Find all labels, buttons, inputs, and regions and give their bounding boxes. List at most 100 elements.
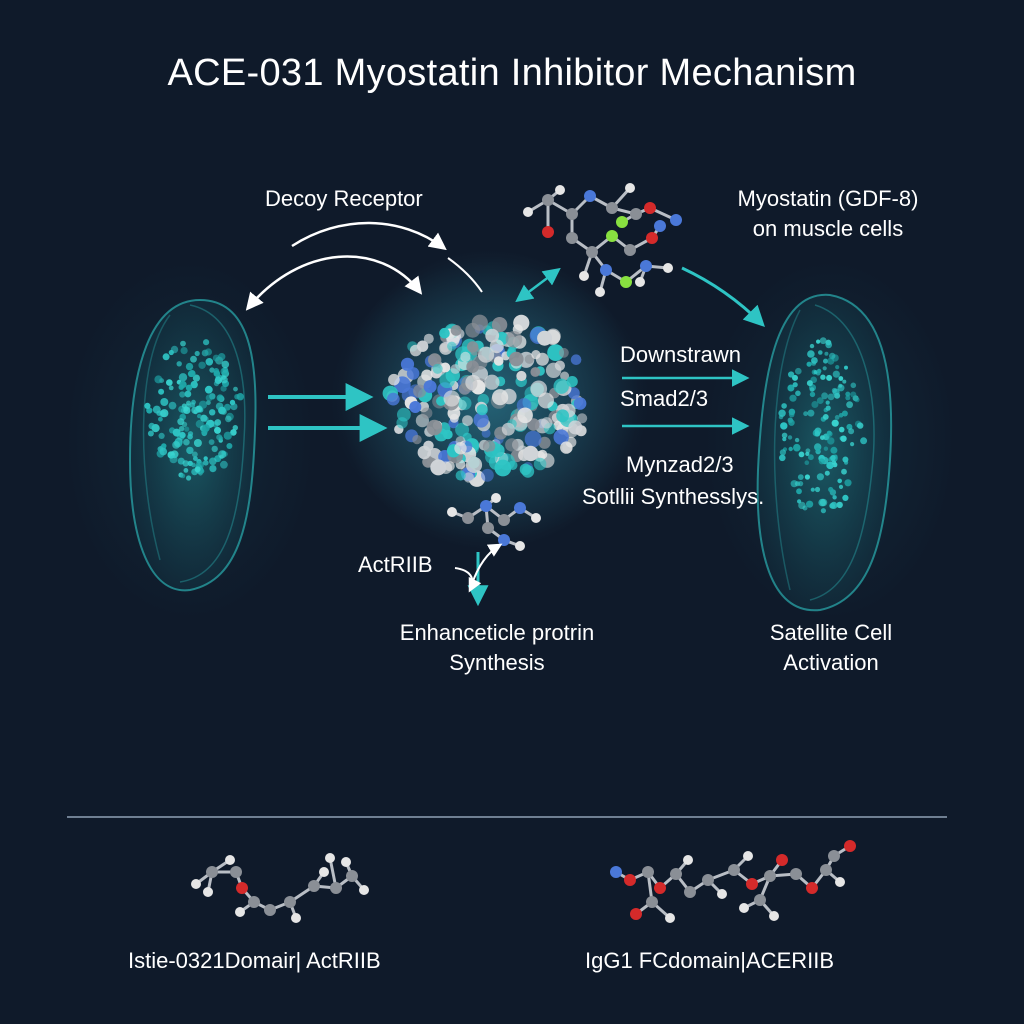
molecule-atom — [515, 541, 525, 551]
cell-particle — [225, 415, 232, 423]
molecule-atom — [683, 855, 693, 865]
molecule-atom — [584, 190, 596, 202]
cell-particle — [781, 432, 788, 439]
protein-atom — [386, 392, 400, 406]
cell-particle — [816, 473, 825, 481]
cell-particle — [205, 358, 214, 366]
protein-atom — [449, 413, 459, 423]
molecule-atom — [555, 185, 565, 195]
cell-particle — [816, 368, 822, 374]
protein-atom — [413, 384, 427, 398]
protein-atom — [530, 380, 548, 398]
protein-atom — [577, 413, 588, 424]
cell-particle — [197, 413, 202, 419]
protein-atom — [524, 430, 542, 448]
cell-particle — [788, 408, 796, 416]
protein-atom — [485, 328, 500, 343]
cell-particle — [779, 454, 786, 462]
cell-particle — [850, 382, 857, 389]
protein-cluster-icon — [340, 250, 640, 550]
protein-atom — [530, 367, 541, 377]
cell-particle — [788, 446, 793, 452]
cell-particle — [838, 376, 844, 381]
protein-atom — [560, 441, 573, 454]
cell-particle — [147, 430, 154, 437]
protein-atom — [554, 360, 566, 371]
cell-particle — [830, 446, 838, 454]
cell-particle — [234, 394, 240, 400]
molecule-atom — [746, 878, 758, 890]
cell-particle — [177, 418, 185, 426]
molecule-atom — [346, 870, 358, 882]
cell-particle — [183, 438, 190, 446]
cell-particle — [218, 353, 226, 361]
cell-particle — [224, 403, 231, 411]
satellite-cell-line1: Satellite Cell — [769, 620, 893, 645]
cell-particle — [780, 422, 788, 430]
cell-particle — [229, 399, 236, 406]
cell-particle — [818, 458, 825, 465]
protein-atom — [482, 440, 496, 453]
myostatin-molecule-icon — [523, 183, 682, 297]
cell-particle — [809, 343, 815, 349]
cell-particle — [846, 401, 853, 409]
cell-particle — [809, 387, 815, 392]
molecule-atom — [646, 232, 658, 244]
protein-atom — [485, 450, 498, 464]
cell-particle — [824, 470, 830, 476]
cell-particle — [186, 475, 192, 481]
molecule-atom — [514, 502, 526, 514]
diagram-title: ACE-031 Myostatin Inhibitor Mechanism — [167, 52, 857, 94]
cell-particle — [827, 393, 835, 401]
cell-particle — [794, 437, 800, 443]
cell-particle — [220, 367, 229, 376]
molecule-atom — [542, 226, 554, 238]
cell-particle — [160, 398, 169, 406]
cell-particle — [816, 339, 821, 344]
protein-atom — [400, 357, 415, 371]
molecule-atom — [606, 230, 618, 242]
molecule-atom — [482, 522, 494, 534]
molecule-atom — [579, 271, 589, 281]
protein-atom — [559, 347, 569, 358]
protein-atom — [460, 351, 471, 362]
molecule-atom — [542, 194, 554, 206]
protein-atom — [421, 407, 433, 419]
molecule-atom — [480, 500, 492, 512]
cell-particle — [809, 391, 816, 398]
molecule-atom — [447, 507, 457, 517]
cell-particle — [779, 449, 787, 456]
protein-atom — [509, 351, 524, 367]
molecule-atom — [586, 246, 598, 258]
cell-particle — [810, 487, 815, 492]
protein-atom — [519, 463, 532, 476]
teal-flow-arrows — [268, 266, 765, 607]
cell-particle — [168, 401, 177, 410]
protein-atom — [484, 374, 500, 390]
cell-particle — [844, 365, 848, 370]
protein-atom — [560, 371, 570, 381]
protein-atom — [493, 356, 504, 366]
cell-particle — [842, 379, 847, 384]
cell-particle — [233, 386, 238, 392]
cell-particle — [184, 426, 190, 432]
cell-particle — [797, 474, 804, 480]
protein-atom — [412, 434, 422, 445]
cell-particle — [850, 391, 857, 398]
protein-atom — [455, 470, 466, 481]
actriib-molecule-icon — [447, 493, 541, 551]
cell-particle — [205, 394, 213, 402]
cell-particle — [187, 370, 195, 377]
cell-particle — [788, 419, 795, 426]
protein-atom — [556, 409, 569, 423]
cell-particle — [857, 422, 864, 429]
cell-particle — [793, 443, 801, 452]
satellite-cell-line2: Activation — [783, 650, 879, 675]
cell-particle — [798, 481, 804, 487]
cell-particle — [154, 375, 163, 384]
protein-atom — [476, 404, 488, 416]
cell-particle — [159, 447, 168, 456]
smad-label: Smad2/3 — [620, 386, 709, 411]
cell-particle — [845, 395, 851, 401]
protein-atom — [444, 461, 455, 472]
